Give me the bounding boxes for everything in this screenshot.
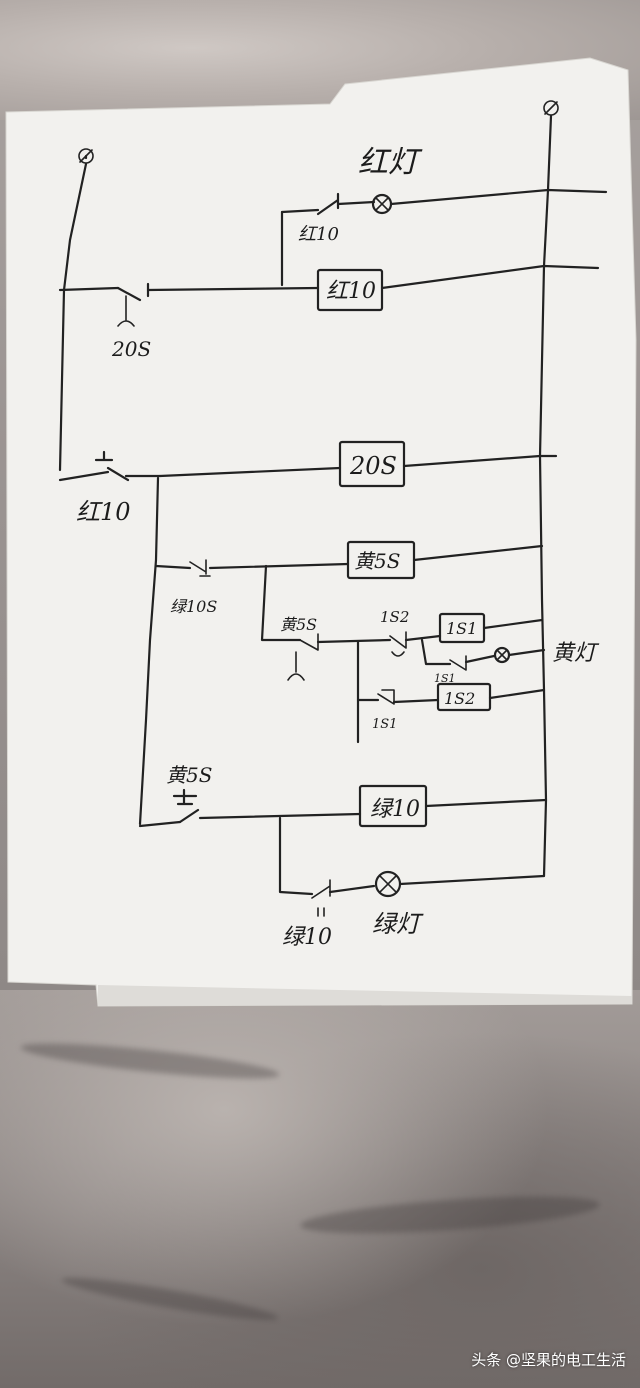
watermark-text: 头条 @坚果的电工生活	[471, 1351, 626, 1369]
label-ks1-timer: 1S1	[446, 619, 477, 638]
label-ks1-lower: 1S1	[372, 717, 397, 732]
right-rail	[538, 100, 559, 878]
label-yellow5s-left: 黄5S	[166, 763, 212, 787]
label-20s-contact: 20S	[111, 337, 151, 361]
rung-20s-timer	[58, 440, 558, 488]
table-surface-bottom	[0, 990, 640, 1388]
label-green-lamp: 绿灯	[372, 910, 424, 938]
label-green10-contact: 绿10	[282, 925, 332, 950]
rung-green-lamp	[278, 816, 546, 917]
label-red10-timer: 红10	[326, 279, 376, 304]
label-red-lamp: 红灯	[358, 145, 423, 180]
label-yellow5s-contact: 黄5S	[280, 615, 317, 634]
label-red10-left: 红10	[76, 498, 131, 526]
label-ks2-contact: 1S2	[380, 608, 409, 626]
rung-red-timer	[58, 264, 600, 327]
label-yellow5s-timer: 黄5S	[354, 549, 400, 573]
left-rail	[58, 148, 160, 826]
label-yellow-lamp: 黄灯	[552, 641, 600, 666]
label-ks1-small: 1S1	[434, 672, 456, 685]
paper-sheet	[5, 57, 637, 1007]
label-ks2-timer: 1S2	[444, 689, 475, 708]
rung-yellow-branch	[260, 564, 546, 744]
paper-fold-shadow	[98, 985, 632, 1006]
label-20s-timer: 20S	[349, 452, 397, 480]
rung-yellow-timer	[154, 540, 544, 580]
label-green10s-contact: 绿10S	[170, 597, 217, 616]
rung-green-timer	[138, 784, 548, 828]
label-green10-timer: 绿10	[370, 797, 420, 822]
rung-red-lamp	[280, 188, 608, 287]
label-red10-contact: 红10	[298, 224, 339, 245]
